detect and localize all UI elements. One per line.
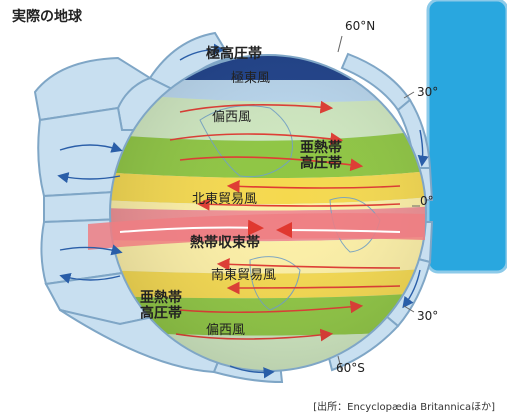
label-westerlies-north: 偏西風: [212, 110, 251, 125]
label-lat-60s: 60°S: [336, 361, 365, 375]
label-subtropical-high-south: 亜熱帯高圧帯: [140, 289, 182, 321]
latitude-lines: [337, 35, 420, 373]
label-se-trades: 南東貿易風: [211, 267, 276, 283]
label-subtropical-high-north: 亜熱帯高圧帯: [300, 139, 342, 171]
label-itcz: 熱帯収束帯: [190, 234, 260, 251]
cell-arrows: [57, 43, 429, 379]
label-polar-easterlies: 極東風: [231, 70, 270, 86]
diagram-title: 実際の地球: [12, 9, 82, 25]
label-lat-30n: 30°: [417, 85, 438, 99]
label-lat-30s: 30°: [417, 309, 438, 323]
label-lat-60n: 60°N: [345, 19, 375, 33]
source-citation: [出所：Encyclopædia Britannicaほか]: [313, 402, 495, 413]
label-ne-trades: 北東貿易風: [192, 191, 257, 207]
label-polar-high: 極高圧帯: [206, 45, 262, 62]
label-lat-eq: 0°: [420, 194, 434, 208]
side-panel: [426, 0, 507, 274]
label-westerlies-south: 偏西風: [206, 323, 245, 338]
